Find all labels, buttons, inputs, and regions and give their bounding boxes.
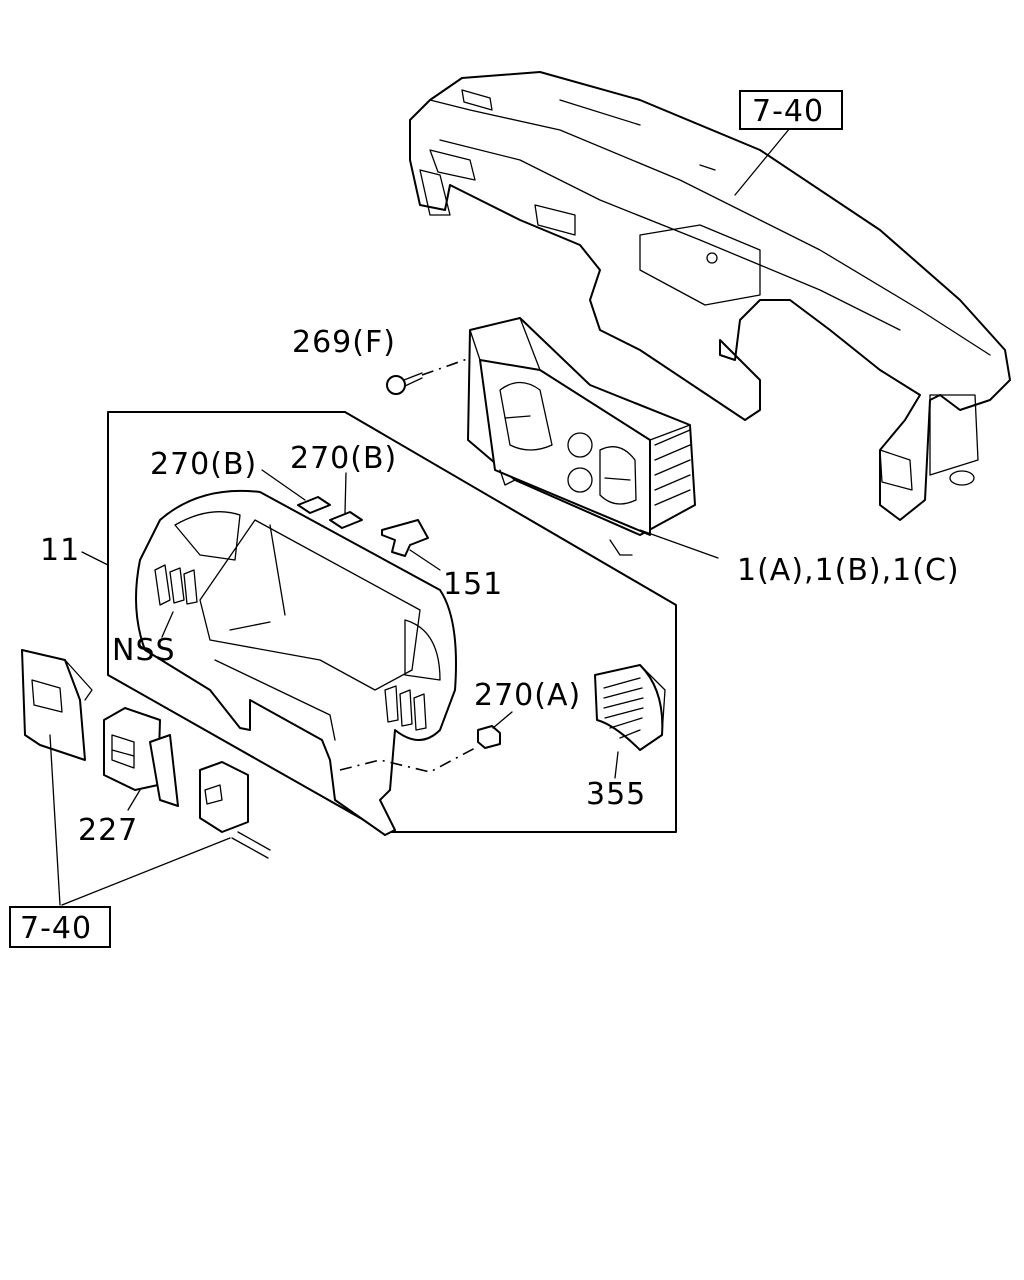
- dashboard-panel: [409, 71, 1011, 521]
- switch-227-part: [103, 707, 179, 811]
- label-clip-a: 270(A): [474, 678, 581, 713]
- ref-box-top: [739, 90, 843, 130]
- leader-bezel: [81, 551, 109, 566]
- label-clip-b-1: 270(B): [150, 447, 257, 482]
- clip-a-part: [477, 711, 513, 749]
- label-meter: 1(A),1(B),1(C): [737, 553, 960, 588]
- ref-label-top: 7-40: [752, 94, 824, 129]
- label-bezel: 11: [40, 533, 80, 568]
- label-bracket: 151: [443, 567, 503, 602]
- ref-box-bottom: [9, 906, 111, 948]
- label-switch: 227: [78, 813, 138, 848]
- bracket-part: [381, 519, 441, 571]
- screw-part: [386, 357, 471, 395]
- switch-panel: [21, 649, 93, 761]
- clip-b-parts: [261, 469, 363, 529]
- label-screw: 269(F): [292, 325, 396, 360]
- ref-label-bottom: 7-40: [20, 911, 92, 946]
- label-vent: 355: [586, 777, 646, 812]
- connector-part: [199, 761, 271, 859]
- group-outline: [107, 411, 677, 833]
- leader-bottom-ref-2: [61, 837, 231, 906]
- leader-bottom-ref-1: [49, 734, 61, 906]
- label-clip-b-2: 270(B): [290, 441, 397, 476]
- meter-assembly: [467, 317, 696, 556]
- leader-top-ref: [734, 127, 791, 196]
- cluster-bezel: [135, 489, 476, 836]
- leader-meter: [639, 529, 719, 559]
- label-nss: NSS: [112, 633, 176, 668]
- vent-part: [594, 664, 666, 779]
